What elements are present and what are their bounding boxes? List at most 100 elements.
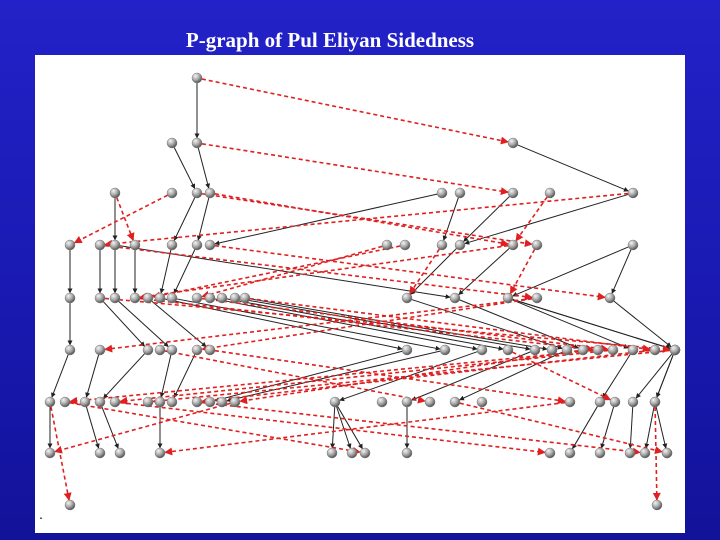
node-d8 [381, 239, 393, 251]
node-d12 [507, 239, 519, 251]
node-h15 [661, 447, 673, 459]
node-c3 [191, 187, 203, 199]
edge-c3-d5 [173, 197, 196, 241]
edge-c7-d11 [463, 196, 510, 242]
edge-g22-h12 [628, 406, 634, 449]
edge-g23-h13 [644, 406, 655, 449]
edge-d10-e13 [409, 248, 440, 295]
edge-e15-f21 [512, 299, 671, 350]
node-g24 [649, 396, 661, 408]
node-h4 [154, 447, 166, 459]
edge-d2-e16 [104, 244, 533, 301]
node-f8 [401, 344, 413, 356]
node-f17 [607, 344, 619, 356]
node-h3 [114, 447, 126, 459]
edge-f7-g19 [214, 349, 566, 405]
node-d1 [64, 239, 76, 251]
node-f13 [546, 344, 558, 356]
node-f1 [64, 344, 76, 356]
edge-g5-h9 [119, 401, 546, 456]
p-graph [44, 72, 681, 511]
node-e7 [166, 292, 178, 304]
diagram-panel: ▲ [35, 55, 685, 533]
node-h12 [624, 447, 636, 459]
node-e11 [229, 292, 241, 304]
node-c6 [454, 187, 466, 199]
node-d7 [204, 239, 216, 251]
edge-g13-h6 [336, 406, 352, 449]
node-g7 [154, 396, 166, 408]
edge-d9-e5 [152, 245, 401, 300]
node-h9 [544, 447, 556, 459]
edge-g3-h2 [85, 406, 100, 449]
edge-g2-h7 [69, 402, 361, 455]
edge-e16-f2 [104, 297, 533, 353]
edge-g13-h5 [330, 406, 336, 449]
node-f11 [502, 344, 514, 356]
node-f4 [154, 344, 166, 356]
node-g19 [564, 396, 576, 408]
node-f10 [476, 344, 488, 356]
node-e8 [191, 292, 203, 304]
node-g6 [142, 396, 154, 408]
edge-e5-f7 [151, 300, 207, 348]
node-g10 [204, 396, 216, 408]
edge-c2-d1 [73, 194, 168, 244]
node-g1 [44, 396, 56, 408]
node-c1 [109, 187, 121, 199]
edge-g24-i2 [652, 406, 661, 501]
node-h8 [401, 447, 413, 459]
edges-layer [47, 78, 674, 501]
edge-f18-g20 [602, 353, 631, 399]
node-e15 [502, 292, 514, 304]
node-f5 [166, 344, 178, 356]
edge-b2-c4 [197, 147, 211, 189]
node-c4 [204, 187, 216, 199]
node-f15 [577, 344, 589, 356]
node-g16 [424, 396, 436, 408]
edge-e4-f16 [139, 297, 594, 353]
node-f14 [561, 344, 573, 356]
slide-title: P-graph of Pul Eliyan Sidedness [185, 28, 475, 52]
edge-f5-g7 [159, 354, 172, 398]
node-b1 [166, 137, 178, 149]
node-g3 [79, 396, 91, 408]
node-c9 [627, 187, 639, 199]
node-f23 [669, 344, 681, 356]
node-e10 [216, 292, 228, 304]
node-a1 [191, 72, 203, 84]
edge-f19-g9 [201, 349, 651, 405]
node-e3 [109, 292, 121, 304]
edge-c9-d11 [464, 193, 629, 245]
node-e13 [401, 292, 413, 304]
node-e5 [142, 292, 154, 304]
edge-c5-d7 [214, 193, 438, 246]
node-g4 [94, 396, 106, 408]
edge-e12-f13 [249, 298, 548, 351]
edge-f6-g8 [173, 354, 196, 398]
edge-f3-g4 [103, 353, 145, 399]
edge-f15-g12 [239, 349, 579, 405]
edge-f4-g16 [164, 350, 426, 404]
edge-f20-g22 [635, 353, 673, 399]
node-g2 [59, 396, 71, 408]
edge-e15-f18 [512, 299, 629, 349]
node-e9 [204, 292, 216, 304]
edge-f2-g3 [85, 354, 100, 398]
node-g14 [376, 396, 388, 408]
edge-d12-e14 [458, 248, 510, 295]
node-f6 [191, 344, 203, 356]
node-h6 [346, 447, 358, 459]
edge-d14-e17 [611, 249, 632, 294]
node-c2 [166, 187, 178, 199]
node-g22 [627, 396, 639, 408]
node-b3 [507, 137, 519, 149]
edge-g9-h13 [201, 401, 641, 456]
edge-f8-g10 [214, 350, 403, 402]
node-d2 [94, 239, 106, 251]
node-f18 [627, 344, 639, 356]
node-h7 [359, 447, 371, 459]
node-h13 [639, 447, 651, 459]
edge-c8-d12 [515, 196, 548, 242]
edge-g19-h4 [164, 401, 566, 456]
